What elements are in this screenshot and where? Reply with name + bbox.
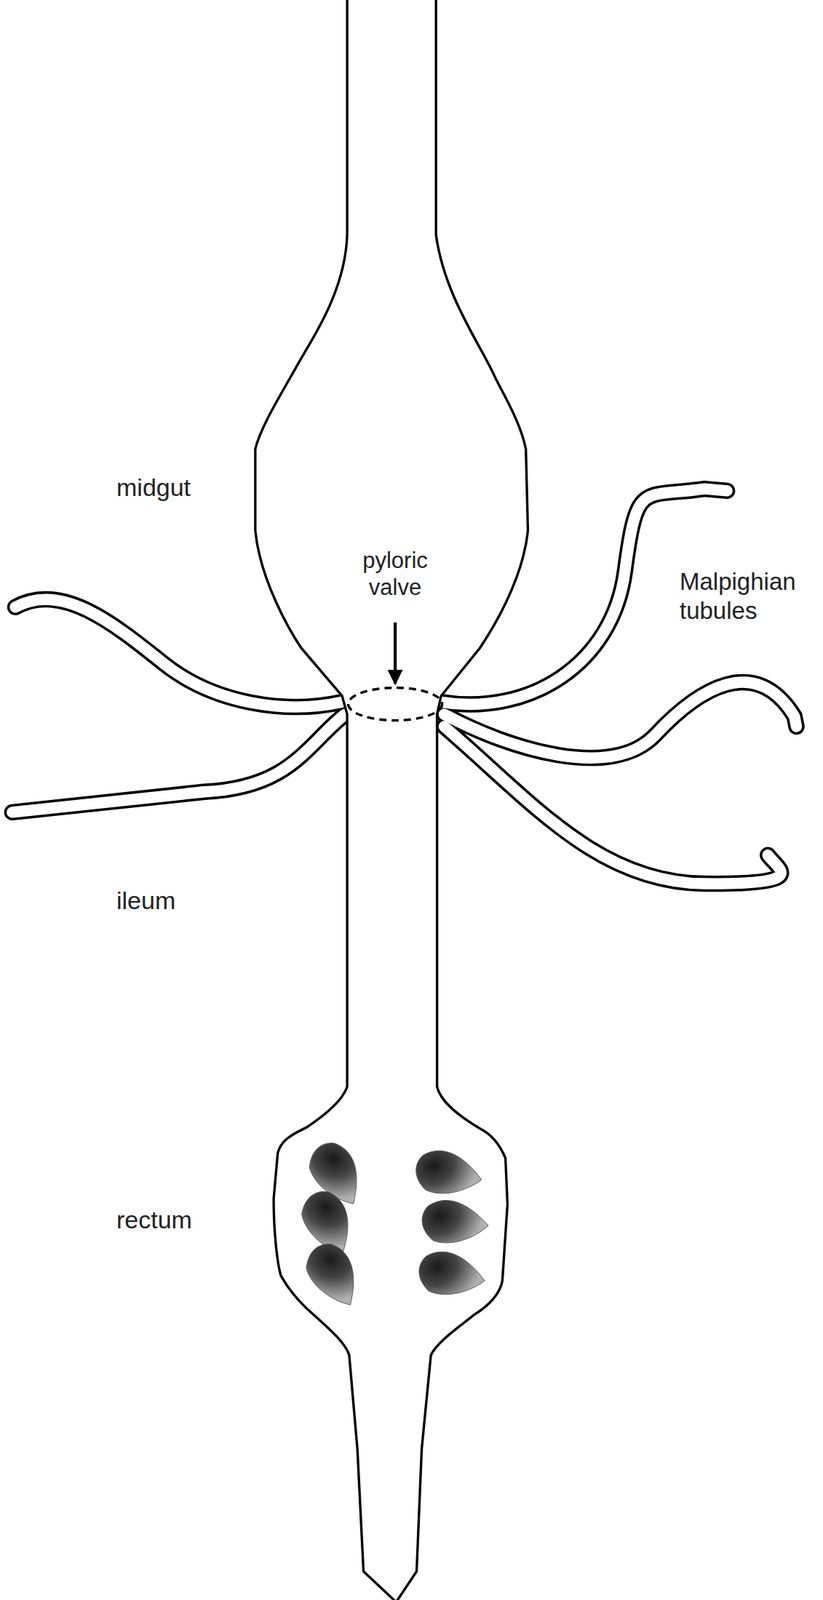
rectal-pad: [409, 1137, 483, 1206]
rectal-pad: [300, 1137, 374, 1206]
part-label: midgut: [116, 472, 262, 503]
rectal-pad: [414, 1185, 489, 1256]
rectal-pad: [297, 1238, 371, 1307]
tubule-lumen: [12, 714, 345, 813]
tubule-lumen: [443, 682, 797, 759]
part-label: rectum: [116, 1205, 262, 1236]
gut-outline: [255, 0, 529, 1600]
rectal-pad: [412, 1238, 486, 1307]
part-label: Malpighian tubules: [679, 567, 818, 626]
tubule-wall: [443, 726, 781, 885]
part-label: pyloric valve: [340, 547, 450, 602]
part-label: ileum: [116, 886, 262, 917]
tubule-wall: [443, 682, 797, 759]
tubule-lumen: [443, 726, 781, 885]
rectal-pads: [291, 1137, 489, 1307]
tubule-wall: [12, 714, 345, 813]
pyloric-valve: [348, 688, 443, 722]
leader-arrow: [393, 622, 397, 685]
